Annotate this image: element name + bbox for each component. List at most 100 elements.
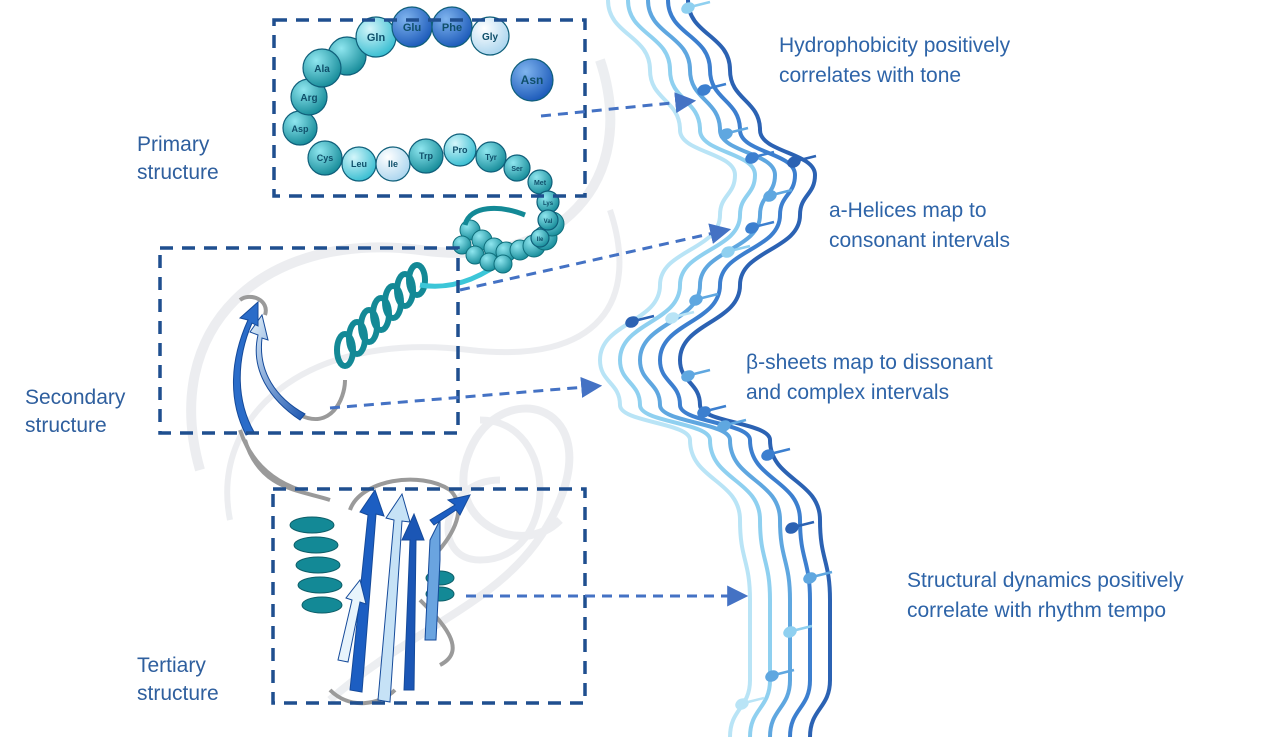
label-tertiary-structure: Tertiary structure	[137, 652, 219, 708]
music-note	[697, 406, 711, 418]
annotation-line: a-Helices map to	[829, 199, 987, 222]
residue-label: Trp	[419, 151, 434, 161]
music-note-stem	[775, 188, 793, 196]
residue-bead	[307, 140, 343, 176]
music-note-stem	[733, 244, 751, 252]
label-line: structure	[25, 414, 107, 437]
music-note-stem	[757, 220, 775, 228]
music-note-stem	[795, 624, 813, 632]
residue-label: Ile	[388, 159, 398, 169]
music-note	[681, 370, 695, 382]
residue-bead	[302, 48, 342, 88]
music-note-stem	[815, 570, 833, 578]
annotation-hydrophobicity: Hydrophobicity positively correlates wit…	[779, 31, 1010, 91]
annotation-helices: a-Helices map to consonant intervals	[829, 196, 1010, 256]
residue-label: Cys	[317, 153, 334, 163]
music-note	[719, 128, 733, 140]
music-staff-ribbon	[597, 0, 833, 737]
residue-label: Asp	[291, 124, 309, 134]
residue-label: Ile	[537, 237, 544, 243]
staff-line	[637, 0, 793, 737]
residue-bead	[443, 133, 477, 167]
annotation-sheets: β-sheets map to dissonant and complex in…	[746, 348, 993, 408]
music-note-stem	[693, 0, 711, 8]
annotation-line: and complex intervals	[746, 381, 950, 404]
staff-line	[597, 0, 753, 737]
music-note-stem	[701, 292, 719, 300]
music-note-stem	[731, 126, 749, 134]
music-note	[785, 522, 799, 534]
music-note	[763, 190, 777, 202]
music-note-stem	[777, 668, 795, 676]
residue-label: Gln	[367, 32, 386, 44]
primary-structure-box	[272, 18, 587, 198]
label-line: Secondary	[25, 386, 126, 409]
music-note	[745, 152, 759, 164]
annotation-dynamics: Structural dynamics positively correlate…	[907, 566, 1184, 626]
music-note-stem	[709, 404, 727, 412]
music-note-stem	[747, 696, 765, 704]
music-note	[765, 670, 779, 682]
music-note-stem	[773, 447, 791, 455]
music-note	[761, 449, 775, 461]
music-note-stem	[799, 154, 817, 162]
label-line: Tertiary	[137, 654, 206, 677]
arrow-primary-to-tone	[540, 92, 697, 118]
residue-label: Phe	[442, 22, 462, 34]
music-note-stem	[693, 368, 711, 376]
residue-label: Gly	[482, 32, 499, 43]
music-note	[697, 84, 711, 96]
residue-bead	[375, 146, 411, 182]
music-note	[745, 222, 759, 234]
staff-line	[617, 0, 773, 737]
residue-label: Val	[544, 219, 553, 225]
residue-label: Met	[534, 180, 547, 187]
music-note-stem	[797, 520, 815, 528]
music-note	[787, 156, 801, 168]
residue-label: Ser	[511, 166, 523, 173]
annotation-line: β-sheets map to dissonant	[746, 351, 993, 374]
music-note	[783, 626, 797, 638]
staff-line	[677, 0, 833, 737]
music-note-stem	[677, 310, 695, 318]
residue-bead	[408, 138, 444, 174]
residue-bead	[431, 6, 473, 48]
annotation-line: correlate with rhythm tempo	[907, 599, 1167, 622]
music-note	[803, 572, 817, 584]
arrow-helices-to-intervals	[459, 223, 732, 292]
music-note	[689, 294, 703, 306]
label-line: structure	[137, 682, 219, 705]
music-note	[665, 312, 679, 324]
annotation-line: correlates with tone	[779, 64, 962, 87]
music-note-stem	[729, 418, 747, 426]
residue-bead	[470, 16, 510, 56]
residue-label: Tyr	[485, 153, 497, 162]
label-secondary-structure: Secondary structure	[25, 384, 125, 440]
label-primary-structure: Primary structure	[137, 131, 219, 187]
residue-bead	[537, 209, 559, 231]
annotation-line: consonant intervals	[829, 229, 1010, 252]
arrow-sheets-to-intervals	[329, 376, 603, 410]
residue-label: Arg	[300, 93, 317, 104]
music-note-stem	[709, 82, 727, 90]
residue-bead	[530, 228, 550, 248]
annotation-line: Hydrophobicity positively	[779, 34, 1011, 57]
residue-label: Glu	[403, 22, 421, 34]
residue-label: Leu	[351, 159, 367, 169]
residue-label: Pro	[452, 145, 468, 155]
residue-bead	[503, 154, 531, 182]
annotation-line: Structural dynamics positively	[907, 569, 1184, 592]
music-note	[735, 698, 749, 710]
music-note	[721, 246, 735, 258]
music-note-stem	[637, 314, 655, 322]
residue-bead	[510, 58, 554, 102]
residue-bead	[475, 141, 507, 173]
residue-label: Ala	[314, 64, 330, 75]
residue-label: Asn	[521, 73, 544, 87]
music-note-stem	[757, 150, 775, 158]
label-line: Primary	[137, 133, 210, 156]
music-note	[625, 316, 639, 328]
music-note	[717, 420, 731, 432]
